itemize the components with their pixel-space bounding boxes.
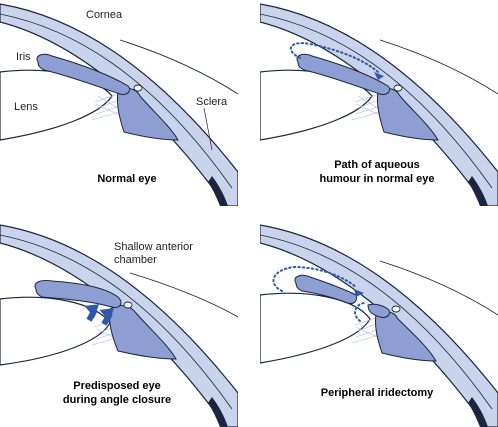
iridectomy-flow-path <box>354 302 365 322</box>
aqueous-flow-arrowhead <box>354 289 364 297</box>
annotation-line: Shallow anterior <box>114 241 193 253</box>
caption-line: Peripheral iridectomy <box>320 387 434 399</box>
push-arrow-head <box>84 304 99 318</box>
forward-push-arrows <box>84 304 114 326</box>
schlemm-canal <box>391 305 401 313</box>
iris <box>296 53 391 95</box>
cornea-inner-line <box>0 234 233 410</box>
caption-line: Path of aqueous <box>334 159 420 171</box>
schlemm-canal <box>133 84 143 92</box>
normal-eye-diagram <box>0 3 238 206</box>
cornea-inner-line <box>260 13 493 189</box>
angle-closure-diagram <box>0 224 238 427</box>
annotation-line: chamber <box>114 254 157 266</box>
caption-line: Normal eye <box>97 173 157 185</box>
iridectomy-diagram <box>260 224 498 427</box>
panel-aqueous-path: Path of aqueous humour in normal eye <box>260 0 498 206</box>
conjunctiva-line <box>119 39 238 95</box>
caption-line: during angle closure <box>62 394 172 406</box>
caption-normal-eye: Normal eye <box>52 172 202 186</box>
caption-angle-closure: Predisposed eye during angle closure <box>42 379 192 407</box>
panel-angle-closure: Shallow anterior chamber Predisposed eye… <box>0 221 238 427</box>
iris-label: Iris <box>16 51 31 63</box>
aqueous-path-diagram <box>260 3 498 206</box>
conjunctiva-line <box>129 272 238 318</box>
iris <box>36 53 131 95</box>
caption-aqueous-path: Path of aqueous humour in normal eye <box>302 158 452 186</box>
caption-iridectomy: Peripheral iridectomy <box>302 386 452 400</box>
conjunctiva-line <box>379 260 498 316</box>
cornea-inner-line <box>260 234 493 410</box>
panel-iridectomy: Peripheral iridectomy <box>260 221 498 427</box>
aqueous-flow-path <box>272 265 357 292</box>
sclera-leader <box>203 107 213 151</box>
caption-line: Predisposed eye <box>73 380 161 392</box>
conjunctiva-line <box>379 39 498 95</box>
lens <box>260 292 371 364</box>
sclera-label: Sclera <box>196 96 228 108</box>
iris-peripheral <box>367 303 391 318</box>
limbus-dark <box>468 176 488 206</box>
limbus-dark <box>208 397 228 427</box>
cornea-inner-line <box>0 13 233 189</box>
schlemm-canal <box>393 84 403 92</box>
iris-central <box>294 274 357 304</box>
push-arrow-head <box>99 308 114 322</box>
iris <box>34 280 122 308</box>
aqueous-flow-path <box>289 42 379 73</box>
aqueous-flow-arrowhead <box>374 72 384 80</box>
lens-label: Lens <box>14 101 38 113</box>
cornea-label: Cornea <box>86 9 123 21</box>
caption-line: humour in normal eye <box>319 173 435 185</box>
shallow-chamber-label: Shallow anterior chamber <box>114 241 193 267</box>
limbus-dark <box>468 397 488 427</box>
limbus-dark <box>208 176 228 206</box>
schlemm-canal <box>123 301 133 309</box>
ciliary-body <box>375 311 437 362</box>
panel-normal-eye: Cornea Iris Lens Sclera Normal eye <box>0 0 238 206</box>
